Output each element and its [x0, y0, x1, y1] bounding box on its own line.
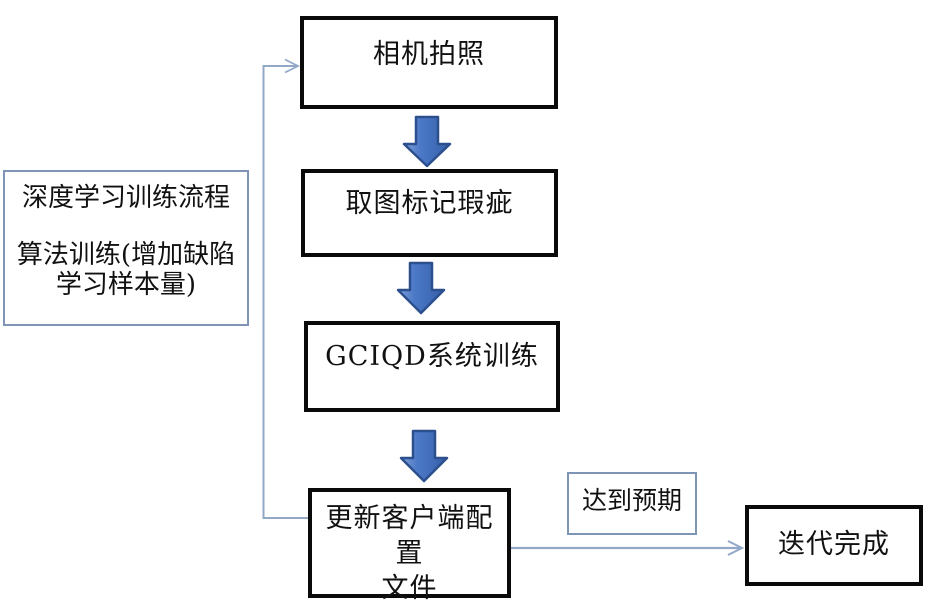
condition-label-text: 达到预期: [581, 486, 682, 515]
node-update-client-config-label-line2: 文件: [381, 573, 438, 604]
node-system-training: GCIQD系统训练: [304, 321, 560, 412]
condition-label-box: 达到预期: [567, 472, 697, 535]
feedback-loop-connector: [262, 58, 310, 519]
node-system-training-label: GCIQD系统训练: [325, 341, 539, 372]
down-block-arrow-3-icon: [399, 429, 449, 483]
node-iteration-done-label: 迭代完成: [778, 529, 890, 560]
node-update-client-config-label-line1: 更新客户端配置: [325, 503, 494, 569]
node-camera-capture: 相机拍照: [300, 16, 558, 109]
node-update-client-config: 更新客户端配置 文件: [308, 488, 511, 604]
side-note-line2: 算法训练(增加缺陷: [16, 240, 236, 270]
down-block-arrow-2-icon: [396, 261, 446, 315]
node-iteration-done: 迭代完成: [745, 505, 923, 586]
node-camera-capture-label: 相机拍照: [373, 39, 485, 70]
side-note-box: 深度学习训练流程 算法训练(增加缺陷 学习样本量): [3, 170, 249, 326]
node-mark-defects: 取图标记瑕疵: [301, 169, 558, 257]
side-note-line3: 学习样本量): [55, 270, 197, 300]
result-connector: [511, 540, 745, 556]
side-note-line1: 深度学习训练流程: [21, 183, 230, 213]
down-block-arrow-1-icon: [402, 115, 452, 168]
node-mark-defects-label: 取图标记瑕疵: [345, 188, 514, 219]
